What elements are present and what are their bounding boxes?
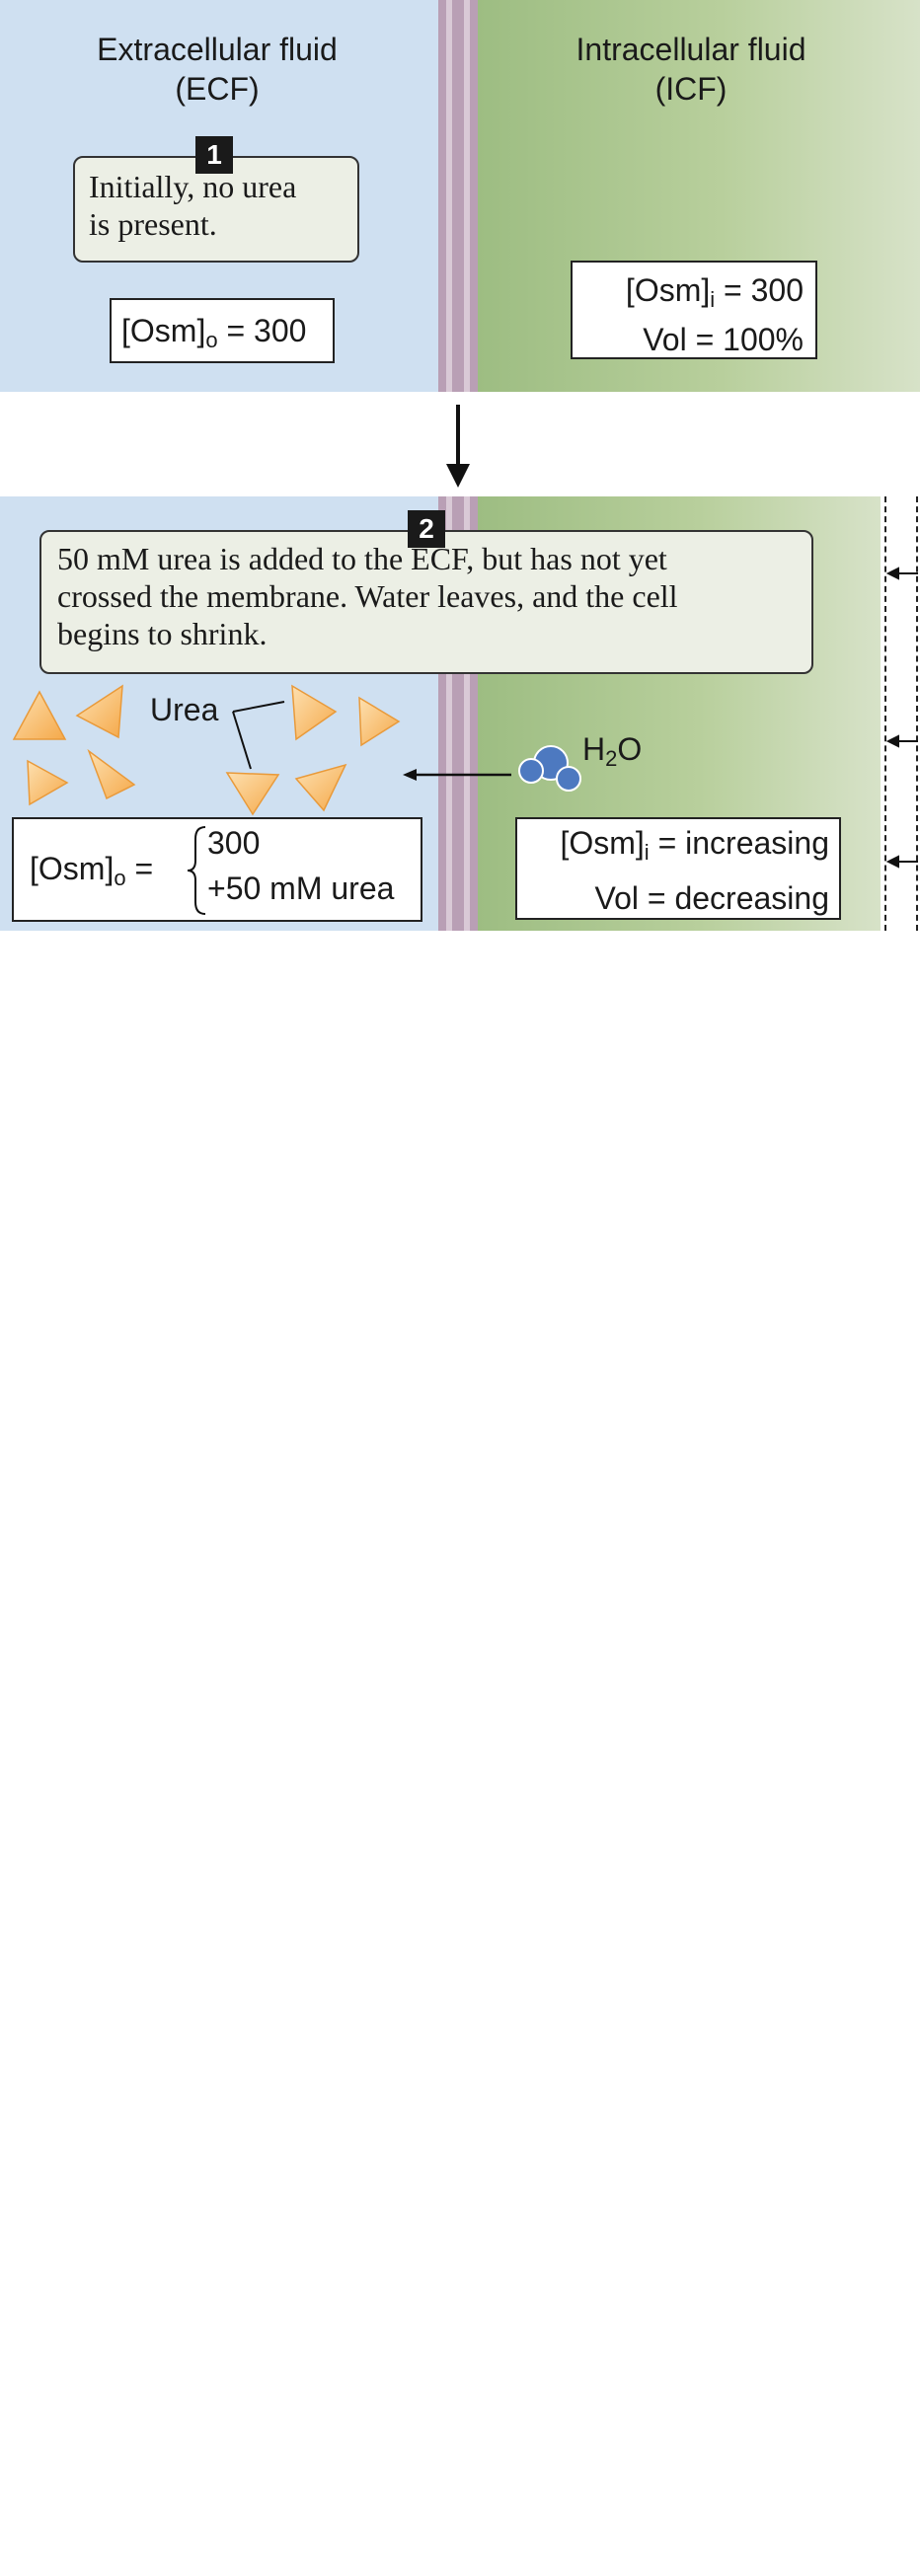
icf-osm-value: = increasing [649, 825, 829, 861]
step2-badge: 2 [408, 510, 445, 548]
step2-callout-line1: 50 mM urea is added to the ECF, but has … [57, 541, 667, 576]
icf-osm-label: [Osm] [560, 825, 645, 861]
icf-heading-line1: Intracellular fluid [575, 32, 806, 67]
step2-callout-line2: crossed the membrane. Water leaves, and … [57, 578, 678, 614]
icf-heading-line2: (ICF) [654, 71, 728, 107]
urea-molecule [12, 690, 67, 740]
ecf-osm-label: [Osm] [30, 851, 115, 886]
step1-badge: 1 [195, 136, 233, 174]
step2-callout-line3: begins to shrink. [57, 616, 268, 651]
step1-callout-line1: Initially, no urea [89, 169, 297, 204]
urea-molecule [225, 772, 280, 816]
urea-molecule [87, 748, 136, 800]
ecf-osm-value: = 300 [217, 313, 307, 348]
ecf-osm-sub: o [205, 328, 218, 352]
urea-molecules [12, 684, 401, 816]
cell-membrane [438, 0, 478, 392]
step2-icf-osm-box: [Osm]i = increasing Vol = decreasing [515, 817, 841, 920]
urea-label: Urea [150, 692, 219, 727]
icf-osm-sub: i [644, 840, 650, 865]
urea-molecule [291, 684, 338, 741]
urea-molecule [294, 763, 347, 812]
icf-osm-sub: i [710, 287, 716, 312]
ecf-osm-line1: 300 [207, 825, 261, 861]
water-label: H2O [582, 731, 643, 771]
icf-osm-value: = 300 [715, 272, 804, 308]
ecf-osm-eq: = [125, 851, 154, 886]
shrink-arrows [885, 567, 918, 869]
water-efflux-arrow [403, 769, 511, 781]
ecf-osm-sub: o [114, 866, 126, 890]
step1-icf-osm-box: [Osm]i = 300 Vol = 100% [571, 261, 817, 359]
step1-callout: Initially, no urea is present. [73, 156, 359, 263]
ecf-heading: Extracellular fluid (ECF) [39, 30, 395, 109]
icf-vol: Vol = decreasing [594, 880, 830, 916]
original-boundary-line [916, 496, 918, 931]
step2-ecf-osm-box: [Osm]o = 300 +50 mM urea [12, 817, 422, 922]
ecf-osm-line2: +50 mM urea [207, 871, 395, 906]
urea-molecule [27, 759, 69, 806]
water-molecule-icon [518, 745, 581, 792]
urea-molecule [75, 684, 123, 739]
ecf-heading-line1: Extracellular fluid [97, 32, 338, 67]
urea-molecule [358, 696, 401, 747]
ecf-osm-label: [Osm] [121, 313, 206, 348]
step2-panel: 50 mM urea is added to the ECF, but has … [0, 496, 920, 931]
ecf-heading-line2: (ECF) [175, 71, 260, 107]
icf-osm-label: [Osm] [625, 272, 711, 308]
step1-panel: Extracellular fluid (ECF) Intracellular … [0, 0, 920, 392]
shrinking-boundary-line [884, 496, 886, 931]
curly-brace [187, 826, 206, 915]
step1-ecf-osm-box: [Osm]o = 300 [110, 298, 335, 363]
step1-callout-line2: is present. [89, 206, 217, 242]
step2-callout: 50 mM urea is added to the ECF, but has … [39, 530, 813, 674]
transition-arrow [446, 405, 470, 488]
icf-heading: Intracellular fluid (ICF) [513, 30, 869, 109]
icf-vol: Vol = 100% [643, 322, 804, 357]
